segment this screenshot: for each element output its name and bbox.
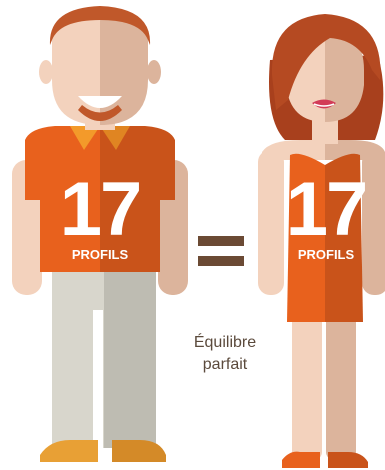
equals-sign-icon bbox=[198, 236, 244, 266]
man-profile-count: 17 bbox=[59, 167, 143, 252]
caption-line-1: Équilibre bbox=[193, 334, 257, 351]
caption-line-2: parfait bbox=[202, 356, 248, 373]
woman-profile-count: 17 bbox=[285, 167, 369, 252]
woman-figure bbox=[258, 14, 385, 468]
balance-caption: Équilibre parfait bbox=[160, 332, 290, 376]
man-figure bbox=[12, 6, 188, 462]
woman-profile-label: PROFILS bbox=[297, 247, 355, 262]
man-profile-label: PROFILS bbox=[71, 247, 129, 262]
